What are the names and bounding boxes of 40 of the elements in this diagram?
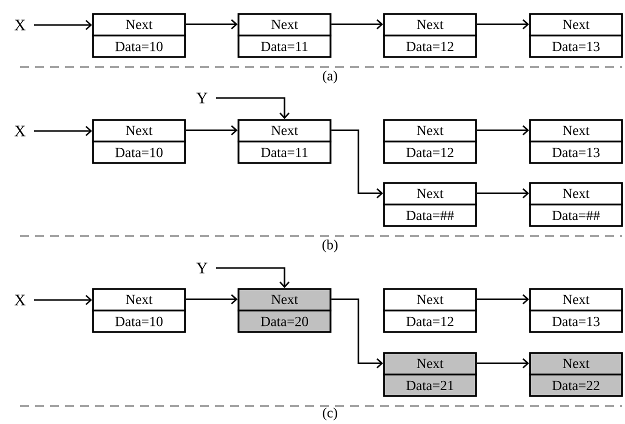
list-node: Next Data=10 — [92, 119, 186, 164]
list-node: Next Data=13 — [529, 288, 623, 333]
arrow — [476, 125, 530, 136]
arrow — [216, 97, 290, 120]
pointer-label: X — [14, 126, 26, 136]
pointer-label: Y — [196, 262, 208, 274]
list-node: Next Data=12 — [383, 13, 477, 58]
arrow — [476, 188, 530, 198]
arrow — [331, 19, 384, 30]
list-node: Next Data=10 — [92, 13, 186, 58]
caption: (a) — [322, 70, 338, 84]
list-node: Next Data=12 — [383, 119, 477, 164]
arrow — [186, 294, 238, 304]
list-node: Next Data=## — [383, 182, 477, 227]
caption: (b) — [322, 240, 338, 252]
list-node: Next Data=13 — [529, 119, 623, 164]
arrow — [186, 125, 238, 136]
arrow — [216, 267, 290, 288]
list-node: Next Data=## — [529, 182, 623, 227]
arrow — [34, 294, 92, 306]
list-node: Next Data=12 — [383, 288, 477, 333]
pointer-label: X — [14, 20, 26, 30]
list-node: Next Data=11 — [238, 13, 332, 58]
list-node: Next Data=21 — [383, 352, 477, 397]
pointer-label: X — [14, 294, 26, 306]
arrow — [476, 358, 530, 368]
list-node: Next Data=11 — [238, 119, 332, 164]
arrow — [331, 298, 384, 368]
list-node: Next Data=20 — [238, 288, 332, 333]
arrow — [476, 294, 530, 304]
list-node: Next Data=13 — [529, 13, 623, 58]
list-node: Next Data=10 — [92, 288, 186, 333]
caption: (c) — [322, 408, 338, 420]
pointer-label: Y — [196, 92, 208, 104]
arrow — [34, 126, 92, 136]
arrow — [186, 19, 238, 30]
list-node: Next Data=22 — [529, 352, 623, 397]
arrow — [34, 20, 92, 30]
arrow — [331, 130, 384, 198]
arrow — [476, 19, 530, 30]
